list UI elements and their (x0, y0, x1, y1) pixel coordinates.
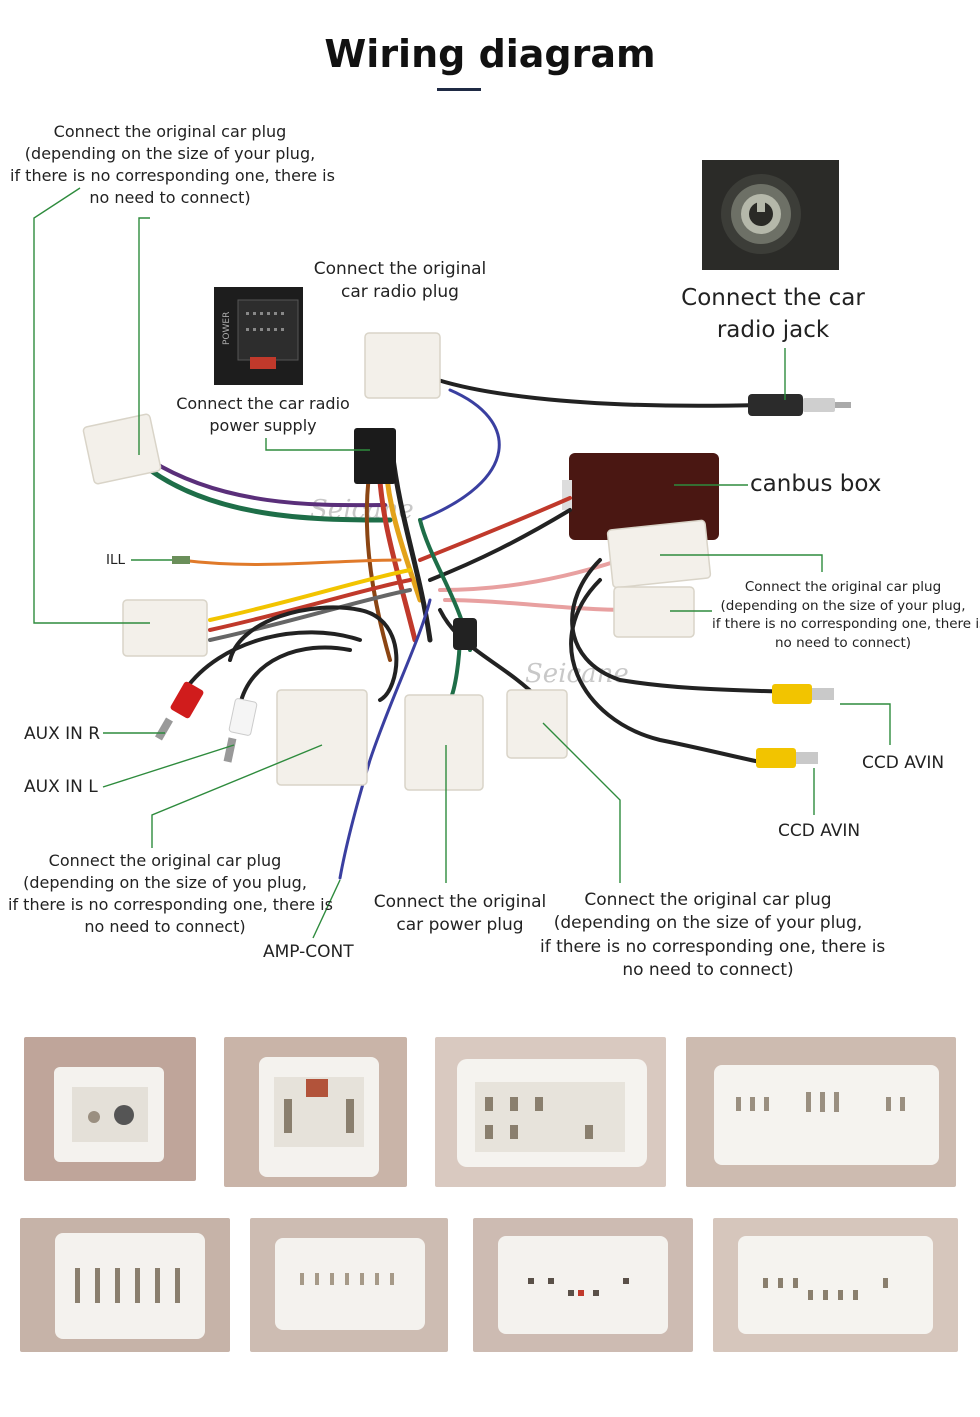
connector-photo-6 (250, 1218, 448, 1352)
connector-photo-2 (224, 1037, 407, 1187)
connector-photo-7 (473, 1218, 693, 1352)
ccd-avin-label-1: CCD AVIN (862, 753, 945, 773)
amp-cont-label: AMP-CONT (263, 942, 354, 962)
aux-in-l-label: AUX IN L (24, 777, 98, 797)
right-plug-label: Connect the original car plug(depending … (712, 579, 980, 651)
connector-photo-5 (20, 1218, 230, 1352)
radio-jack-photo (702, 160, 839, 270)
title-underline (437, 88, 481, 91)
canbus-box (562, 453, 719, 540)
canbus-box-label: canbus box (750, 471, 882, 497)
wiring-harness-graphic: Seicane Seicane POWER (33, 160, 891, 939)
connectors (82, 332, 712, 791)
iso-connector (354, 428, 396, 484)
rca-plugs (155, 681, 834, 768)
page-title: Wiring diagram (324, 32, 656, 76)
ill-wire-tip (172, 556, 190, 564)
ill-label: ILL (106, 552, 126, 568)
bottom-right-connector (506, 689, 568, 759)
power-port-photo: POWER (214, 287, 303, 385)
right-upper-connector (606, 519, 712, 589)
power-panel-text: POWER (222, 312, 232, 345)
car-power-connector (404, 694, 484, 791)
antenna-plug (748, 394, 851, 416)
leader-lines (33, 187, 891, 939)
bottom-left-connector (276, 689, 368, 786)
left-connector (122, 599, 208, 657)
bottom-left-plug-label: Connect the original car plug(depending … (8, 851, 333, 937)
connector-photo-3 (435, 1037, 666, 1187)
connector-photo-4 (686, 1037, 956, 1187)
aux-in-r-label: AUX IN R (24, 724, 101, 744)
ccd-avin-label-2: CCD AVIN (778, 821, 861, 841)
top-left-plug-label: Connect the original car plug(depending … (10, 122, 335, 208)
ferrite-core (453, 618, 477, 650)
connector-photo-1 (24, 1037, 196, 1181)
radio-plug-connector (364, 332, 441, 399)
top-left-connector (82, 413, 162, 485)
bottom-right-plug-label: Connect the original car plug(depending … (540, 890, 886, 981)
right-lower-connector (613, 586, 695, 638)
connector-photo-8 (713, 1218, 958, 1352)
